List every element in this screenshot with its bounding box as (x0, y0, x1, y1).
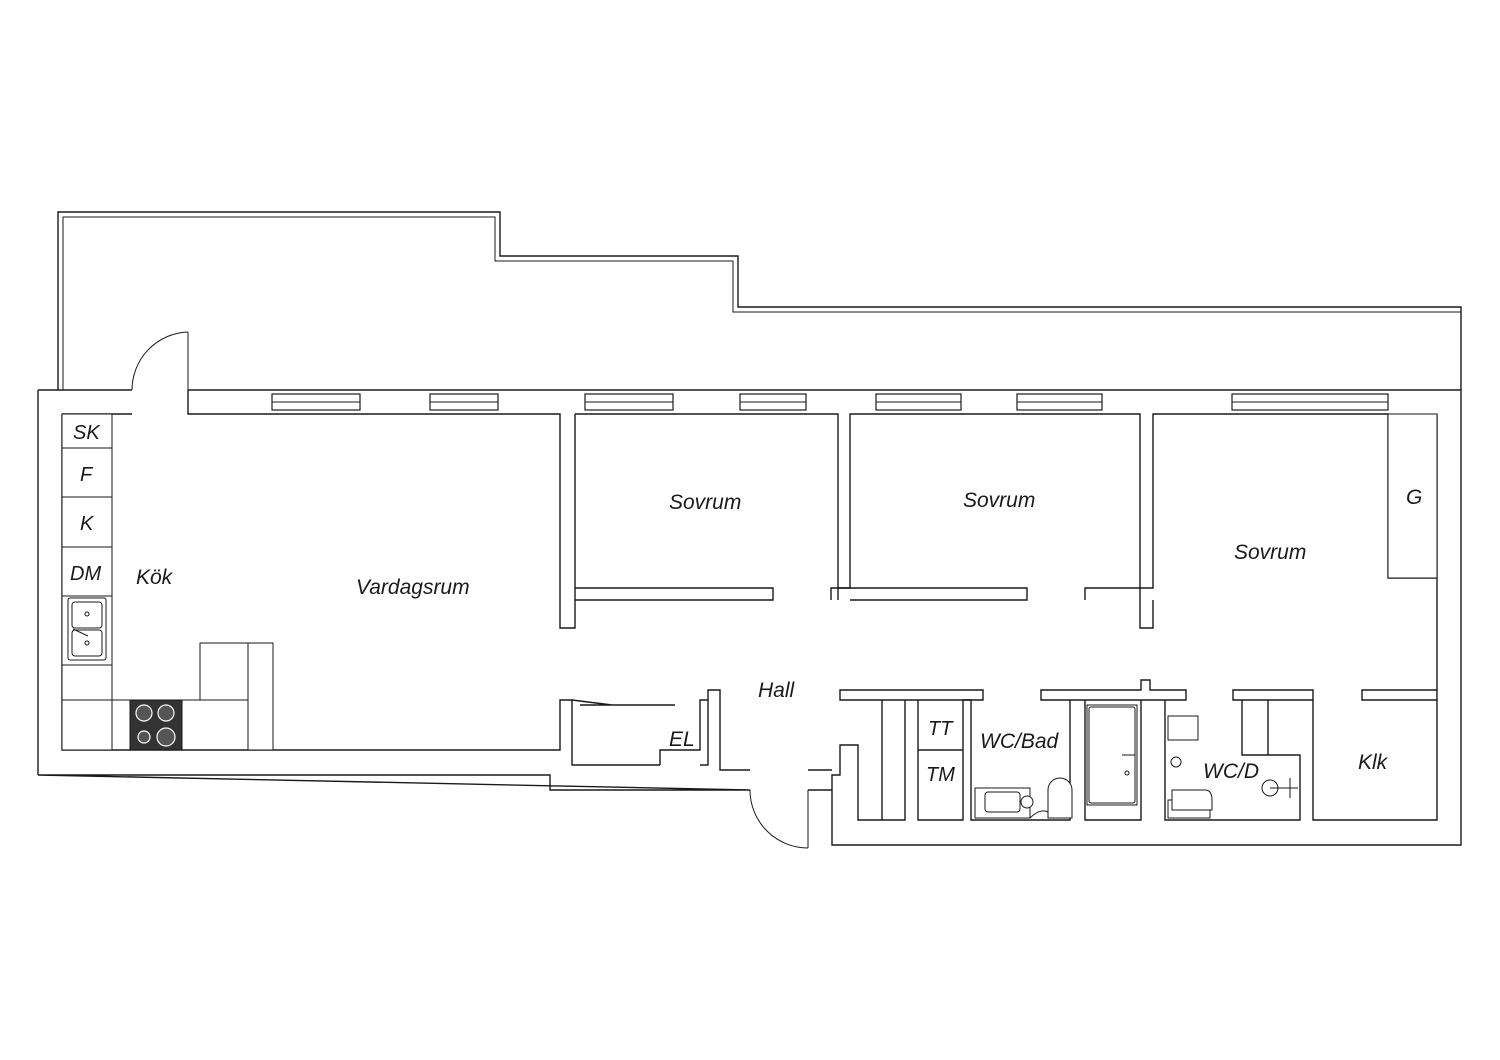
unit-label-broom-cabinet: SK (73, 422, 101, 444)
unit-label-cooler: K (80, 513, 95, 535)
room-label-bedroom-3: Sovrum (1234, 541, 1306, 564)
unit-label-fridge: F (80, 464, 94, 486)
unit-label-dryer: TT (928, 718, 954, 740)
room-label-kitchen: Kök (136, 566, 174, 589)
balcony-door (131, 331, 189, 414)
bedroom-walls (575, 587, 1154, 629)
room-label-bathroom: WC/Bad (980, 730, 1060, 753)
room-label-walk-in-closet: Klk (1358, 751, 1389, 774)
room-label-bedroom-2: Sovrum (963, 489, 1035, 512)
balcony (57, 211, 1462, 390)
room-label-bedroom-1: Sovrum (669, 491, 741, 514)
room-label-living-room: Vardagsrum (356, 576, 470, 599)
windows (271, 393, 1389, 411)
cooktop (129, 699, 183, 751)
wardrobe (1387, 413, 1438, 579)
entrance-door (749, 789, 809, 849)
kitchen-sink (67, 597, 107, 661)
room-label-hall: Hall (758, 679, 796, 702)
room-label-electrical: EL (669, 728, 695, 751)
service-walls (831, 679, 1438, 821)
kitchen-units (61, 413, 274, 751)
entry-walls (571, 689, 832, 771)
bathroom-fixtures (974, 704, 1298, 819)
room-label-shower-wc: WC/D (1203, 760, 1259, 783)
room-label-wardrobe: G (1406, 486, 1422, 509)
unit-label-washer: TM (926, 764, 955, 786)
unit-label-dishwasher: DM (70, 563, 101, 585)
